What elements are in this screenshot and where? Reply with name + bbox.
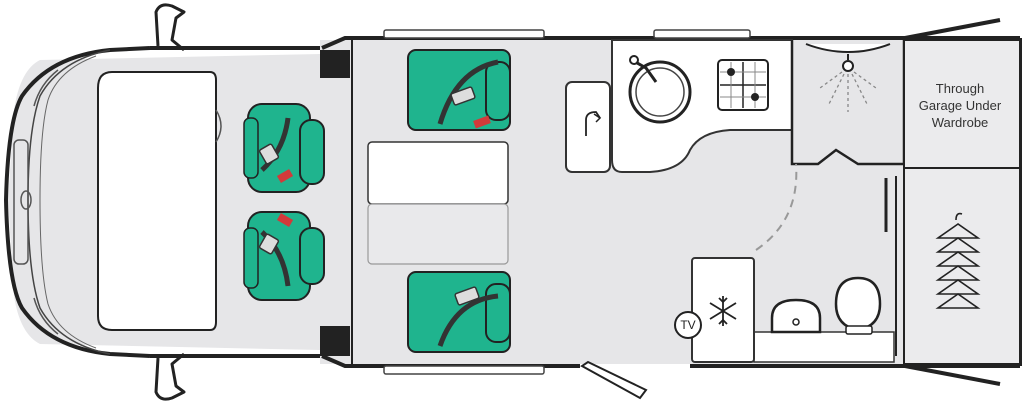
cab-seat-driver bbox=[243, 103, 325, 193]
dining-table bbox=[367, 141, 509, 265]
cab bbox=[3, 3, 322, 401]
window-top-2 bbox=[653, 29, 751, 39]
through-garage: Through Garage Under Wardrobe bbox=[903, 39, 1021, 169]
swivel-arrow-icon bbox=[585, 111, 601, 136]
wardrobe bbox=[895, 167, 1021, 365]
tv-label: TV bbox=[680, 318, 695, 332]
toilet-icon bbox=[834, 276, 882, 335]
sink-icon bbox=[628, 55, 692, 124]
lounge-seat-bottom bbox=[407, 271, 511, 353]
shower-icon bbox=[819, 54, 877, 112]
window-bottom-1 bbox=[383, 365, 545, 375]
seatbelt-icon bbox=[260, 117, 291, 172]
window-top-1 bbox=[383, 29, 545, 39]
dashboard bbox=[97, 71, 217, 331]
hanger-icon bbox=[935, 212, 981, 309]
snowflake-icon bbox=[709, 296, 737, 326]
cab-outline bbox=[3, 46, 151, 358]
seatbelt-icon bbox=[437, 293, 499, 347]
hob-icon bbox=[717, 59, 769, 111]
mirror-bottom bbox=[154, 352, 186, 401]
swivel-cabinet bbox=[565, 81, 611, 173]
mirror-top bbox=[154, 3, 186, 52]
lounge-seat-top bbox=[407, 49, 511, 131]
fridge-unit: TV bbox=[674, 257, 755, 363]
tv-icon: TV bbox=[674, 311, 702, 339]
entrance-door bbox=[580, 360, 648, 400]
washroom bbox=[753, 163, 895, 363]
b-pillar-top bbox=[320, 50, 350, 78]
garage-label-line3: Wardrobe bbox=[932, 115, 989, 130]
basin-icon bbox=[770, 298, 822, 334]
garage-label-line2: Garage Under bbox=[919, 98, 1002, 113]
kitchen bbox=[565, 39, 793, 173]
garage-label-line1: Through bbox=[936, 81, 984, 96]
b-pillar-bottom bbox=[320, 326, 350, 356]
cab-seat-passenger bbox=[243, 211, 325, 301]
seatbelt-icon bbox=[437, 59, 499, 125]
front-grille bbox=[13, 139, 29, 265]
